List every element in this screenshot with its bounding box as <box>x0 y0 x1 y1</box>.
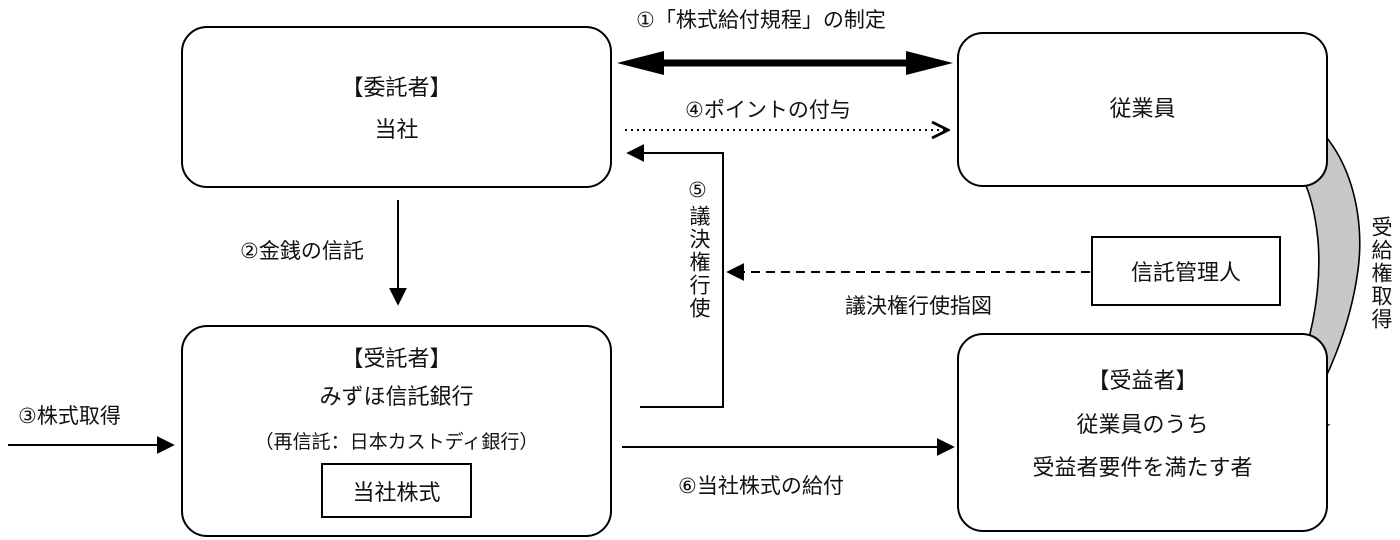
flow-5-label: 議決権行使 <box>687 205 711 320</box>
trust-administrator-box: 信託管理人 <box>1091 236 1281 306</box>
company-stock-box: 当社株式 <box>321 463 472 518</box>
flow-5-number: ⑤ <box>688 178 707 202</box>
trustee-title: 【受託者】 <box>341 347 452 372</box>
flow-3-label: ③株式取得 <box>18 404 121 428</box>
beneficiary-line2: 受益者要件を満たす者 <box>1032 456 1253 481</box>
consignor-name: 当社 <box>374 118 419 143</box>
flow-2-label: ②金銭の信託 <box>240 239 364 263</box>
flow-4-label: ④ポイントの付与 <box>685 98 851 122</box>
employee-box: 従業員 <box>957 32 1328 187</box>
employee-name: 従業員 <box>1109 97 1176 122</box>
consignor-box: 【委託者】 当社 <box>181 26 612 188</box>
beneficiary-line1: 従業員のうち <box>1076 413 1209 438</box>
flow-6-label: ⑥当社株式の給付 <box>678 474 844 498</box>
entitlement-label: 受給権取得 <box>1369 216 1393 331</box>
trustee-name: みずほ信託銀行 <box>319 385 474 410</box>
beneficiary-box: 【受益者】 従業員のうち 受益者要件を満たす者 <box>957 333 1328 532</box>
consignor-title: 【委託者】 <box>341 76 452 101</box>
beneficiary-title: 【受益者】 <box>1087 369 1198 394</box>
regulation-double-arrow <box>617 51 953 75</box>
voting-instruction-label: 議決権行使指図 <box>845 294 992 318</box>
trustee-sub: （再信託：日本カストディ銀行） <box>254 431 539 453</box>
voting-rights-arrow <box>626 144 724 408</box>
flow-1-label: ①「株式給付規程」の制定 <box>636 8 886 32</box>
